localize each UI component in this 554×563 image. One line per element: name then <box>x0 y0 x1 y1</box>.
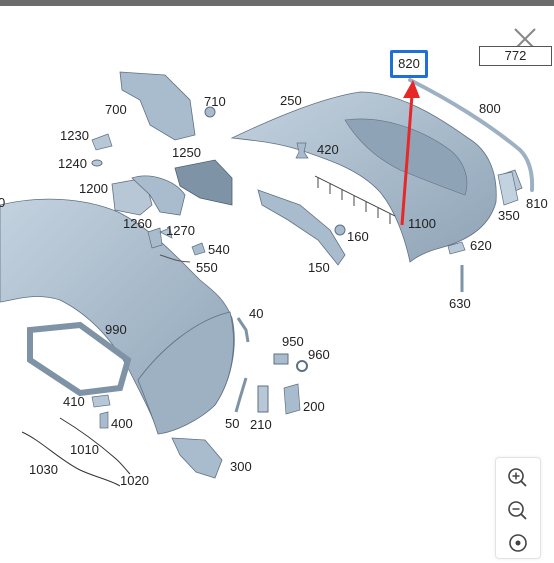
rear-bumper-part[interactable] <box>230 91 497 263</box>
part-1260[interactable] <box>147 227 163 249</box>
callout-150: 150 <box>308 260 330 275</box>
part-1240[interactable] <box>91 159 103 167</box>
callout-420: 420 <box>317 142 339 157</box>
callout-1270: 1270 <box>166 223 195 238</box>
pointer-arrow-line <box>400 94 414 226</box>
callout-1100: 1100 <box>408 216 436 231</box>
callout-210: 210 <box>250 417 272 432</box>
callout-700: 700 <box>105 102 127 117</box>
cover-1200b-part[interactable] <box>131 175 186 216</box>
callout-990: 990 <box>105 322 127 337</box>
callout-710: 710 <box>204 94 226 109</box>
part-1230[interactable] <box>91 133 113 151</box>
callout-630: 630 <box>449 296 471 311</box>
frame-990-part[interactable] <box>27 321 132 397</box>
callout-800: 800 <box>479 101 501 116</box>
callout-350: 350 <box>498 208 520 223</box>
zoom-in-icon <box>508 468 527 487</box>
callout-1200: 1200 <box>79 181 108 196</box>
part-410[interactable] <box>91 394 111 408</box>
part-540[interactable] <box>191 242 206 256</box>
reset-view-icon <box>509 534 527 552</box>
wire-1030[interactable] <box>21 431 121 487</box>
callout-960: 960 <box>308 347 330 362</box>
callout-810: 810 <box>526 196 548 211</box>
callout-1030: 1030 <box>29 462 58 477</box>
callout-1020: 1020 <box>120 473 149 488</box>
callout-200: 200 <box>303 399 325 414</box>
callout-labels: 700 710 250 800 1230 420 1240 1250 1200 … <box>0 93 548 488</box>
callout-550: 550 <box>196 260 218 275</box>
close-button[interactable] <box>508 22 542 56</box>
part-number-field[interactable]: 772 <box>479 46 552 66</box>
trim-strip-800-part[interactable] <box>408 78 535 192</box>
callout-1240: 1240 <box>58 156 87 171</box>
highlighted-part-label[interactable]: 820 <box>390 50 428 78</box>
part-200[interactable] <box>283 383 301 415</box>
bracket-700-part[interactable] <box>119 71 196 141</box>
bumper-cover-lower-part[interactable] <box>137 311 234 435</box>
callout-1250: 1250 <box>172 145 201 160</box>
part-210[interactable] <box>257 385 269 413</box>
zoom-in-button[interactable] <box>502 463 534 493</box>
close-icon <box>514 28 536 50</box>
part-710[interactable] <box>204 106 216 118</box>
bar-150-part[interactable] <box>257 189 346 266</box>
part-950[interactable] <box>273 353 289 365</box>
clip-420-part[interactable] <box>295 142 309 159</box>
part-350[interactable] <box>497 171 519 206</box>
part-160[interactable] <box>334 224 346 236</box>
reset-view-button[interactable] <box>502 528 534 558</box>
pointer-arrow-head <box>403 80 420 98</box>
zoom-controls <box>495 457 541 559</box>
callout-300: 300 <box>230 459 252 474</box>
strip-50-part[interactable] <box>234 377 248 413</box>
panel-1250-part[interactable] <box>174 159 233 206</box>
callout-40: 40 <box>249 306 263 321</box>
callout-0: 0 <box>0 195 5 210</box>
callout-50: 50 <box>225 416 239 431</box>
zoom-out-button[interactable] <box>502 496 534 526</box>
callout-410: 410 <box>63 394 85 409</box>
part-1270[interactable] <box>159 227 173 239</box>
zoom-out-icon <box>508 501 527 520</box>
callout-950: 950 <box>282 334 304 349</box>
top-bar <box>0 0 554 6</box>
bracket-300-part[interactable] <box>171 437 223 479</box>
callout-1010: 1010 <box>70 442 99 457</box>
part-400[interactable] <box>99 411 109 429</box>
hatch-lines <box>314 175 396 224</box>
part-960[interactable] <box>296 360 308 372</box>
callout-540: 540 <box>208 242 230 257</box>
wire-550[interactable] <box>159 254 191 263</box>
part-620[interactable] <box>447 241 466 255</box>
callout-400: 400 <box>111 416 133 431</box>
callout-250: 250 <box>280 93 302 108</box>
callout-620: 620 <box>470 238 492 253</box>
callout-1260: 1260 <box>123 216 152 231</box>
wire-1010[interactable] <box>59 417 131 475</box>
strip-40-part[interactable] <box>236 317 250 343</box>
callout-160: 160 <box>347 229 369 244</box>
callout-1230: 1230 <box>60 128 89 143</box>
